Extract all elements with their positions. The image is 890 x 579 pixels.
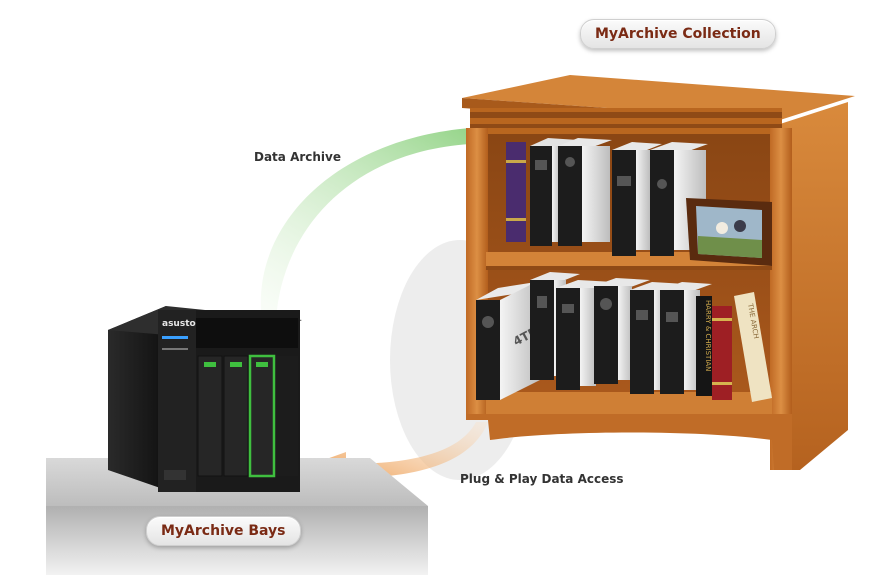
nas-side — [108, 306, 166, 490]
bookcase — [462, 75, 855, 470]
bottom-shelf-items: 4TB — [476, 272, 772, 402]
smile-icon — [657, 179, 667, 189]
brand-logo: asustor — [162, 319, 201, 329]
archive-drive — [530, 138, 578, 246]
nas-device: asustor — [108, 306, 302, 492]
bookcase-side-panel — [774, 102, 848, 470]
myarchive-collection-label: MyArchive Collection — [580, 19, 776, 49]
archive-drive — [594, 278, 650, 384]
film-icon — [617, 176, 631, 186]
document-icon — [636, 310, 648, 320]
cream-book — [734, 292, 772, 402]
photo-frame — [686, 198, 772, 266]
disc-icon — [600, 298, 612, 310]
archive-drive — [612, 142, 662, 256]
archive-drive — [630, 282, 686, 394]
bookcase-bottom-shelf — [486, 392, 772, 414]
archive-drive — [556, 280, 614, 390]
music-icon — [537, 296, 547, 308]
myarchive-bay-highlight — [248, 354, 276, 478]
red-book — [712, 306, 732, 400]
status-led — [162, 336, 188, 339]
bookcase-apron — [466, 414, 792, 470]
nas-bay — [223, 355, 249, 477]
bookcase-right-post — [770, 128, 792, 470]
note-icon — [666, 312, 678, 322]
play-icon — [482, 316, 494, 328]
black-book — [696, 296, 712, 396]
archive-drive — [558, 138, 612, 246]
data-archive-caption: Data Archive — [254, 150, 342, 164]
folder-icon — [562, 304, 574, 313]
myarchive-bays-label: MyArchive Bays — [146, 516, 301, 546]
purple-book — [506, 142, 526, 242]
person-icon — [565, 157, 575, 167]
usb-port — [164, 470, 186, 480]
black-book-title: HARRY & CHRISTIAN — [704, 300, 712, 371]
top-shelf-items — [506, 138, 772, 266]
nas-bay — [197, 355, 223, 477]
camera-icon — [535, 160, 547, 170]
nas-display — [196, 318, 298, 348]
plug-play-caption: Plug & Play Data Access — [460, 472, 624, 486]
